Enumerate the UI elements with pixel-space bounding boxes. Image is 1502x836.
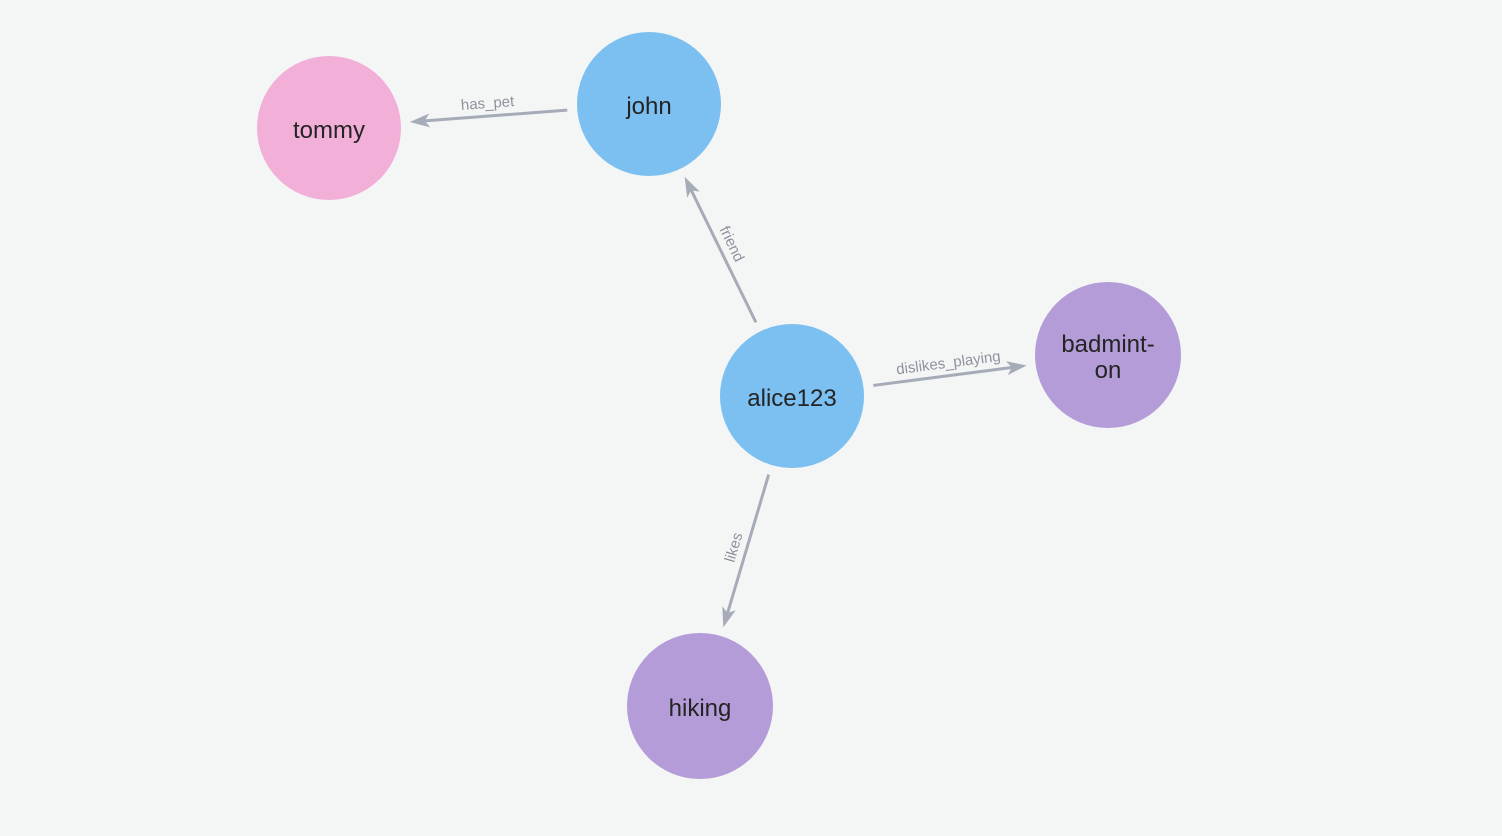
- node-badminton[interactable]: badmint-on: [1035, 282, 1181, 428]
- edge-line[interactable]: [726, 474, 771, 614]
- arrowhead-icon: [1005, 361, 1027, 376]
- node-circle[interactable]: [577, 32, 721, 176]
- node-label-line: hiking: [669, 695, 732, 722]
- nodes-layer: tommy john alice123 badmint-on hiking: [257, 32, 1181, 779]
- node-tommy[interactable]: tommy: [257, 56, 401, 200]
- node-label-line: alice123: [747, 385, 836, 412]
- node-circle[interactable]: [1035, 282, 1181, 428]
- edge-line[interactable]: [424, 108, 568, 123]
- edge-line[interactable]: [689, 189, 758, 324]
- node-alice123[interactable]: alice123: [720, 324, 864, 468]
- edge-alice123-badminton[interactable]: dislikes_playing: [873, 348, 1027, 387]
- edge-alice123-hiking[interactable]: likes: [722, 474, 771, 628]
- arrowhead-icon: [409, 113, 431, 128]
- node-label: alice123: [747, 385, 836, 412]
- node-label: tommy: [293, 117, 365, 144]
- node-label: hiking: [669, 695, 732, 722]
- edge-label: friend: [716, 223, 748, 264]
- arrowhead-icon: [722, 606, 736, 628]
- arrowhead-icon: [684, 176, 700, 198]
- node-circle[interactable]: [257, 56, 401, 200]
- edge-alice123-john[interactable]: friend: [684, 176, 758, 324]
- node-label: john: [625, 93, 671, 120]
- node-john[interactable]: john: [577, 32, 721, 176]
- node-hiking[interactable]: hiking: [627, 633, 773, 779]
- node-circle[interactable]: [627, 633, 773, 779]
- edge-label: has_pet: [460, 93, 515, 114]
- node-label-line: badmint-: [1061, 331, 1154, 358]
- edge-line[interactable]: [873, 365, 1012, 387]
- edge-john-tommy[interactable]: has_pet: [409, 93, 568, 128]
- node-circle[interactable]: [720, 324, 864, 468]
- edge-label: dislikes_playing: [895, 348, 1001, 378]
- node-label-line: on: [1095, 357, 1122, 384]
- node-label-line: tommy: [293, 117, 365, 144]
- node-label-line: john: [625, 93, 671, 120]
- node-label: badmint-on: [1061, 331, 1154, 384]
